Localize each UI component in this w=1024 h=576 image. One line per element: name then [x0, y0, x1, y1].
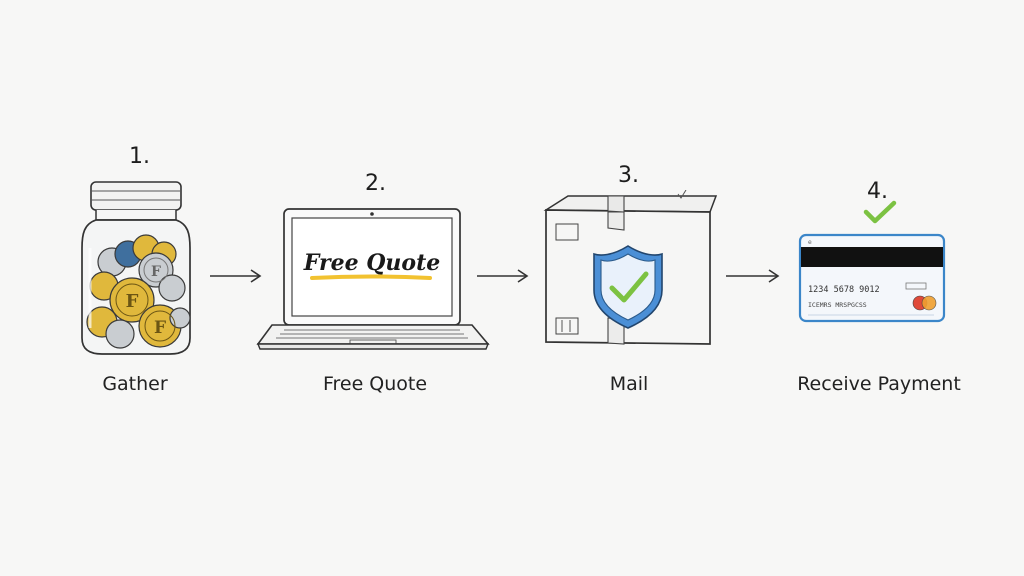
step-1-number: 1.: [129, 144, 150, 169]
card-number-text: 1234 5678 9012: [808, 285, 880, 295]
arrow-right-icon: [726, 269, 780, 283]
svg-text:e: e: [808, 239, 812, 246]
coin-letter: F: [151, 264, 161, 280]
coin-letter: F: [126, 291, 139, 312]
step-3-label: Mail: [609, 373, 649, 395]
coin-letter: F: [154, 318, 166, 338]
laptop-icon: Free Quote: [256, 208, 490, 350]
shipping-box-icon: [543, 190, 718, 345]
checkmark-icon: [863, 200, 897, 224]
step-4-label: Receive Payment: [797, 373, 961, 395]
credit-card-icon: e 1234 5678 9012 ICEMRS MRSPGCSS: [798, 233, 946, 323]
step-2-number: 2.: [365, 171, 386, 196]
laptop-screen-text: Free Quote: [303, 250, 440, 276]
step-3-number: 3.: [618, 163, 639, 188]
shield-check-icon: [593, 245, 663, 329]
step-4-number: 4.: [867, 179, 888, 204]
arrow-right-icon: [477, 269, 529, 283]
coin-jar-icon: F F F: [81, 181, 191, 355]
card-name-text: ICEMRS MRSPGCSS: [808, 301, 867, 309]
step-1-label: Gather: [102, 373, 168, 395]
arrow-right-icon: [210, 269, 262, 283]
step-2-label: Free Quote: [322, 373, 428, 395]
